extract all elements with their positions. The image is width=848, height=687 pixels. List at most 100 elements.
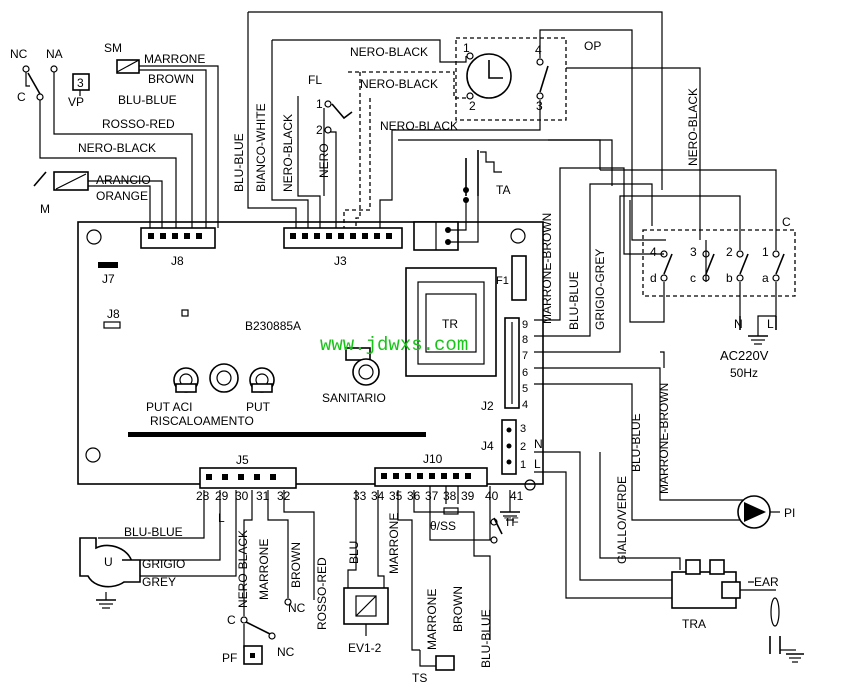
label-grigio-grey: GRIGIO-GREY <box>593 249 607 330</box>
label-brown-pf: BROWN <box>289 542 303 588</box>
mount-hole <box>524 479 536 491</box>
label-nero-black-1: NERO-BLACK <box>350 45 428 59</box>
label-blu-ev: BLU <box>347 541 361 564</box>
label-ac220v: AC220V <box>720 348 769 363</box>
switch-c[interactable] <box>660 250 785 282</box>
label-blu-blue-lower: BLU-BLUE <box>629 413 643 472</box>
j5-pins <box>206 474 276 480</box>
label-tr: TR <box>442 317 458 331</box>
put-aci-potentiometer[interactable] <box>173 367 199 393</box>
label-mains-n: N <box>734 317 743 331</box>
label-orange: ORANGE <box>96 189 148 203</box>
label-m: M <box>40 202 50 216</box>
j4-pin: 1 <box>520 459 526 471</box>
label-nc-pf-1: NC <box>288 601 306 615</box>
label-marrone-brown-right: MARRONE-BROWN <box>540 213 554 324</box>
j4-pin: 3 <box>520 423 526 435</box>
fl-pin-2: 2 <box>316 123 323 137</box>
fl-switch-arm <box>331 103 353 120</box>
label-op: OP <box>584 39 601 53</box>
fan-u <box>79 537 141 588</box>
label-nero-black-2: NERO-BLACK <box>360 77 438 91</box>
sanitario-potentiometer[interactable] <box>345 347 380 386</box>
label-nero-black-right: NERO-BLACK <box>686 88 700 166</box>
op-pin-1: 1 <box>463 41 470 55</box>
mount-hole <box>86 229 102 245</box>
switch-c-enclosure <box>642 229 796 297</box>
label-blu-blue-vertical: BLU-BLUE <box>232 133 246 192</box>
label-f1: F1 <box>496 275 509 287</box>
label-brown-sm: BROWN <box>148 72 194 86</box>
label-j2: J2 <box>481 399 494 413</box>
motor-arm <box>33 171 47 187</box>
center-potentiometer[interactable] <box>209 363 239 393</box>
label-j7: J7 <box>102 272 115 286</box>
put-potentiometer[interactable] <box>249 367 275 393</box>
switch-c-1: 1 <box>762 245 769 259</box>
label-ear: EAR <box>754 575 779 589</box>
label-nc-top: NC <box>10 47 28 61</box>
label-j5: J5 <box>236 453 249 467</box>
ignition-electrode <box>770 597 780 627</box>
label-blu-blue-sm: BLU-BLUE <box>118 93 177 107</box>
label-put-aci: PUT ACI <box>146 400 192 414</box>
label-theta-ss: θ/SS <box>430 519 456 533</box>
label-j4: J4 <box>481 439 494 453</box>
label-j8: J8 <box>171 254 184 268</box>
mount-hole <box>510 228 526 244</box>
label-put: PUT <box>246 400 271 414</box>
vp-number: 3 <box>77 76 84 90</box>
j10-pin: 33 <box>353 489 367 503</box>
watermark: www.jdwxs.com <box>320 334 468 356</box>
board-pad <box>181 309 189 317</box>
op-pin-2: 2 <box>469 99 476 113</box>
label-nero-black-vertical: NERO-BLACK <box>281 114 295 192</box>
switch-c-4: 4 <box>650 245 657 259</box>
label-nero-black-left: NERO-BLACK <box>78 141 156 155</box>
label-j10: J10 <box>423 452 443 466</box>
pump-pi <box>737 495 771 529</box>
j2-pin: 6 <box>522 367 528 379</box>
label-j3: J3 <box>334 254 347 268</box>
label-blu-blue-fan: BLU-BLUE <box>124 525 183 539</box>
label-vp: VP <box>68 95 84 109</box>
pf-switch-arm <box>245 621 271 635</box>
j10-pin: 35 <box>389 489 403 503</box>
op-enclosure <box>455 37 567 121</box>
switch-c-b: b <box>726 271 733 285</box>
ts-sensor <box>435 655 455 671</box>
label-sm: SM <box>104 41 122 55</box>
label-marrone-sm: MARRONE <box>144 52 205 66</box>
label-grey: GREY <box>142 575 176 589</box>
j8-pins <box>148 233 202 239</box>
label-riscalo: RISCALOAMENTO <box>150 414 254 428</box>
j10-pins <box>381 473 471 479</box>
label-switch-c: C <box>782 215 791 229</box>
valve-ev <box>343 587 389 625</box>
label-grigio: GRIGIO <box>142 557 185 571</box>
j10-pin: 38 <box>443 489 457 503</box>
label-pf: PF <box>222 651 237 665</box>
label-n-lower: N <box>534 437 543 451</box>
j5-pin: 31 <box>256 489 270 503</box>
label-fl: FL <box>308 73 322 87</box>
label-j8-small: J8 <box>107 307 120 321</box>
label-l-j5: L <box>218 511 225 525</box>
mount-hole <box>85 447 101 463</box>
j4-pin: 2 <box>520 441 526 453</box>
heat-bar <box>128 432 426 437</box>
j3-pins <box>290 233 392 239</box>
label-blu-blue-ts: BLU-BLUE <box>479 609 493 668</box>
label-marrone-brown-lower: MARRONE-BROWN <box>657 383 671 494</box>
label-c-top: C <box>17 90 26 104</box>
j2-pin: 5 <box>522 383 528 395</box>
label-pi: PI <box>784 506 795 520</box>
label-ta: TA <box>496 183 510 197</box>
j5-pin: 30 <box>235 489 249 503</box>
fuse-f1 <box>511 255 527 301</box>
switch-c-2: 2 <box>726 245 733 259</box>
switch-c-d: d <box>650 271 657 285</box>
label-rosso-red-pf: ROSSO-RED <box>315 557 329 630</box>
